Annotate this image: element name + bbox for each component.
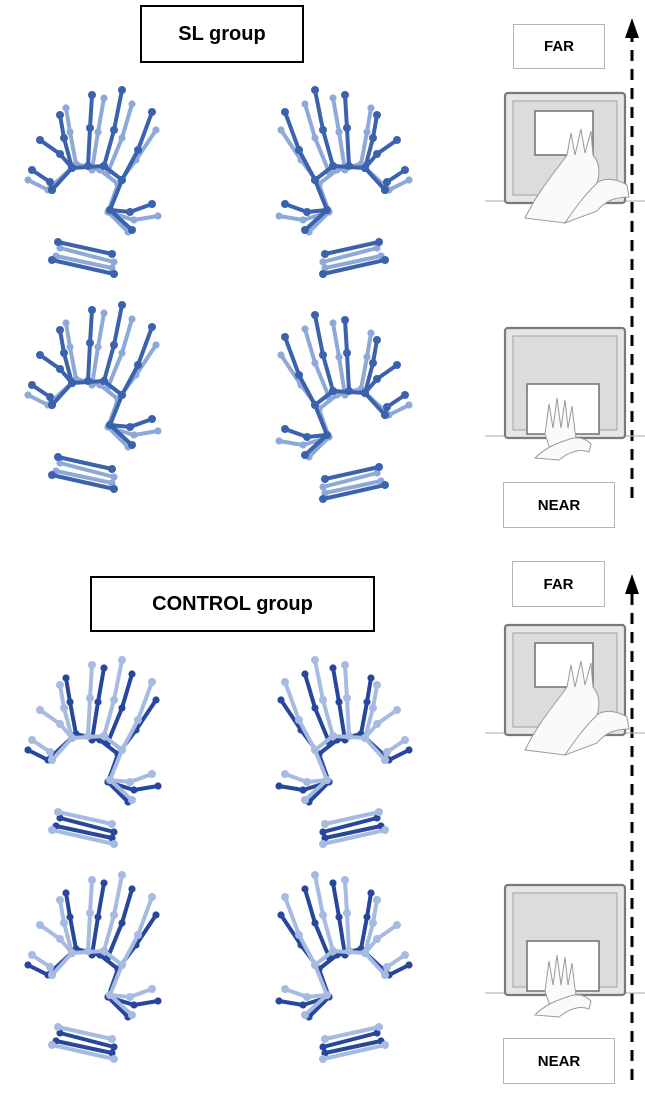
- hand-skeleton-light-3: [275, 319, 413, 497]
- hand-skeleton-dark-6: [28, 871, 156, 1063]
- hand-skeleton-light-5: [275, 664, 413, 842]
- control-far-label: FAR: [512, 561, 605, 607]
- hand-skeleton-dark-0: [28, 86, 156, 278]
- hand-skeleton-light-7: [275, 879, 413, 1057]
- hand-skeleton-dark-1: [281, 86, 409, 278]
- sl-group-label: SL group: [140, 5, 304, 63]
- sl-near-label: NEAR: [503, 482, 615, 528]
- control-group-label: CONTROL group: [90, 576, 375, 632]
- hand-skeleton-dark-5: [281, 656, 409, 848]
- hand-skeleton-light-1: [275, 94, 413, 272]
- hand-skeleton-light-6: [24, 879, 162, 1057]
- hand-skeleton-light-0: [24, 94, 162, 272]
- hand-skeleton-light-2: [24, 309, 162, 487]
- hand-skeleton-dark-7: [281, 871, 409, 1063]
- hand-skeleton-dark-4: [28, 656, 156, 848]
- sl-far-label: FAR: [513, 24, 605, 69]
- hand-skeleton-light-4: [24, 664, 162, 842]
- hand-skeleton-dark-3: [281, 311, 409, 503]
- control-near-label: NEAR: [503, 1038, 615, 1084]
- hand-skeleton-dark-2: [28, 301, 156, 493]
